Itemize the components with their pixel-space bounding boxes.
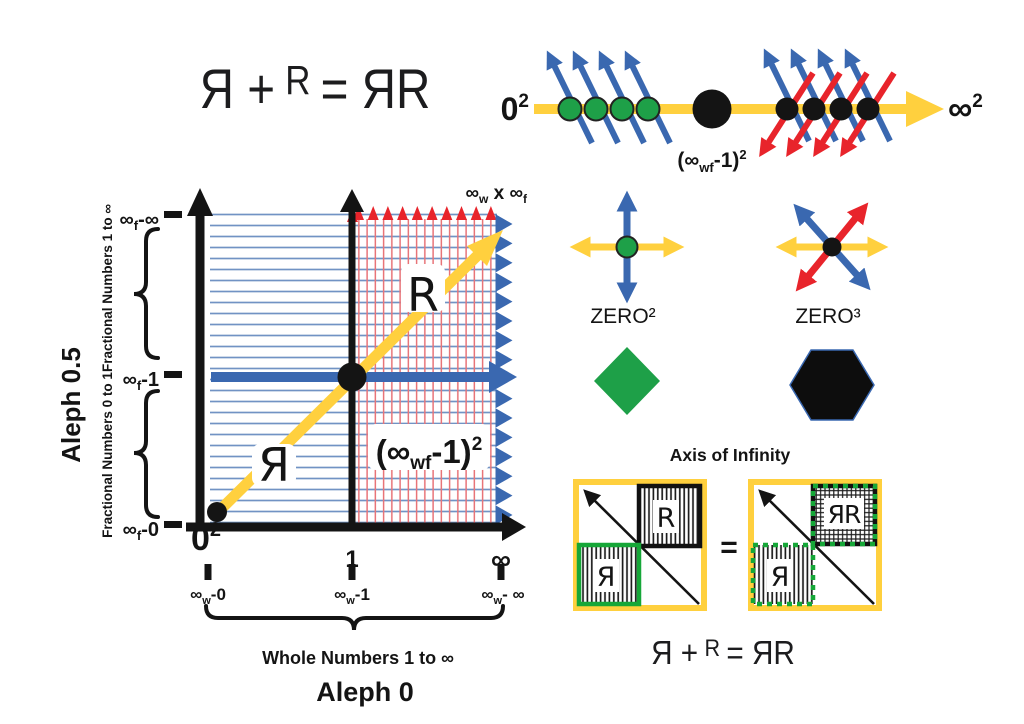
black-hexagon-icon bbox=[789, 349, 875, 421]
blue-right-arrowhead-icon bbox=[495, 408, 513, 428]
y-tick-label: ∞f-∞ bbox=[119, 209, 159, 233]
blue-right-arrowhead-icon bbox=[495, 214, 513, 234]
y-tick-mark bbox=[164, 211, 182, 218]
intersection-dot bbox=[337, 362, 367, 392]
zero-squared-label: ZERO² bbox=[590, 305, 655, 328]
diagonal-arrow-icon bbox=[583, 489, 700, 605]
equation-part: = ЯR bbox=[320, 57, 431, 120]
ya-segment-label: Я bbox=[258, 438, 290, 492]
x-subtick-label: ∞w-1 bbox=[334, 585, 370, 607]
r-box-label: R bbox=[657, 503, 676, 534]
blue-right-arrowhead-icon bbox=[495, 466, 513, 486]
y-axis-title: Aleph 0.5 bbox=[56, 347, 86, 463]
x-axis-brace bbox=[204, 604, 505, 631]
blue-right-arrowhead-icon bbox=[495, 388, 513, 409]
equation-part: Я + bbox=[199, 57, 276, 120]
zero-cubed-symbol: ZERO³ bbox=[775, 202, 889, 328]
y-tick-mark bbox=[164, 371, 182, 378]
equation-part: = ЯR bbox=[726, 634, 795, 671]
x-subtick-mark bbox=[497, 564, 505, 580]
origin-label: 02 bbox=[191, 519, 221, 558]
axis-of-infinity-equation: Я +R= ЯR bbox=[611, 634, 836, 672]
y-tick-label: ∞f-1 bbox=[123, 369, 159, 393]
squared-number-line: 02 ∞2 (∞wf-1)2 bbox=[501, 48, 983, 175]
blue-right-arrowhead-icon bbox=[495, 427, 513, 448]
y-tick-label: ∞f-0 bbox=[123, 519, 159, 543]
ya-box-label: Я bbox=[771, 562, 790, 593]
ya-box-label: Я bbox=[597, 562, 616, 593]
x-tick-infinity: ∞ bbox=[491, 544, 511, 575]
x-subtick-label: ∞w- ∞ bbox=[481, 585, 524, 607]
label-backplate bbox=[653, 500, 679, 533]
blue-arrowhead-icon bbox=[489, 361, 517, 393]
blue-right-arrowhead-icon bbox=[495, 330, 513, 351]
x-brace-label: Whole Numbers 1 to ∞ bbox=[262, 648, 454, 668]
x-subtick-mark bbox=[204, 564, 212, 580]
axis-of-infinity: Axis of Infinity R Я = ЯR Я bbox=[573, 445, 882, 611]
diagonal-arrow-icon bbox=[758, 489, 875, 605]
black-dot bbox=[829, 97, 853, 121]
zero-cubed-label: ZERO³ bbox=[795, 305, 860, 328]
green-center-dot bbox=[615, 235, 639, 259]
yar-grid-box-dashed-border bbox=[810, 483, 878, 547]
y-axis-brace-top bbox=[133, 227, 160, 360]
region-label: (∞wf-1)2 bbox=[376, 433, 483, 474]
x-subtick-mark bbox=[348, 564, 356, 580]
axis-of-infinity-title: Axis of Infinity bbox=[670, 445, 791, 465]
equation-superscript-r: R bbox=[285, 57, 311, 103]
corner-label: ∞w x ∞f bbox=[465, 183, 528, 206]
x-axis-title: Aleph 0 bbox=[316, 677, 414, 707]
infinity-squared-label: ∞2 bbox=[948, 90, 983, 128]
equation-superscript-r: R bbox=[704, 635, 721, 662]
r-segment-label: R bbox=[407, 268, 439, 322]
green-dot bbox=[635, 96, 661, 122]
midpoint-dot bbox=[692, 89, 732, 129]
x-subtick-label: ∞w-0 bbox=[190, 585, 226, 607]
y-brace-label-bottom: Fractional Numbers 0 to 1 bbox=[100, 372, 115, 538]
black-center-dot bbox=[822, 237, 842, 257]
green-diamond-icon bbox=[594, 347, 660, 415]
yellow-arrowhead-icon bbox=[467, 230, 503, 266]
label-backplate bbox=[401, 264, 445, 312]
zero-squared-label: 02 bbox=[501, 91, 529, 127]
aleph-graph: ∞w x ∞f 02 Я R (∞wf-1)2 1 ∞ ∞w-0 ∞w-1 ∞w… bbox=[56, 183, 528, 707]
blue-right-arrowhead-icon bbox=[495, 311, 513, 331]
y-tick-mark bbox=[164, 521, 182, 528]
blue-right-arrowhead-icon bbox=[495, 447, 513, 467]
black-dot bbox=[856, 97, 880, 121]
black-dot bbox=[775, 97, 799, 121]
yar-box-label: ЯR bbox=[828, 500, 861, 529]
equation-part: Я + bbox=[651, 634, 699, 671]
origin-dot bbox=[207, 502, 227, 522]
black-dot bbox=[802, 97, 826, 121]
y-axis-brace-bottom bbox=[133, 389, 160, 519]
y-axis-arrowhead-icon bbox=[187, 188, 213, 216]
green-dot bbox=[583, 96, 609, 122]
green-dots bbox=[557, 96, 661, 122]
label-backplate bbox=[252, 444, 296, 486]
black-dots bbox=[775, 97, 880, 121]
green-dot bbox=[609, 96, 635, 122]
label-backplate bbox=[593, 559, 619, 592]
main-equation: Я +R= ЯR bbox=[175, 56, 456, 121]
green-dot bbox=[557, 96, 583, 122]
midpoint-label: (∞wf-1)2 bbox=[677, 147, 746, 175]
blue-right-arrowhead-icon bbox=[495, 291, 513, 312]
number-line-arrowhead-icon bbox=[906, 91, 944, 127]
label-backplate bbox=[767, 559, 793, 592]
blue-right-arrowhead-icon bbox=[495, 253, 513, 273]
blue-right-arrowhead-icon bbox=[495, 485, 513, 506]
label-backplate bbox=[824, 498, 864, 529]
equals-sign: = bbox=[720, 531, 738, 564]
label-backplate bbox=[368, 424, 490, 470]
x-axis-arrowhead-icon bbox=[502, 513, 526, 541]
zero-squared-symbol: ZERO² bbox=[569, 190, 685, 328]
y-brace-label-top: Fractional Numbers 1 to ∞ bbox=[100, 204, 115, 372]
black-arrowhead-icon bbox=[340, 189, 364, 212]
blue-right-arrowhead-icon bbox=[495, 272, 513, 292]
